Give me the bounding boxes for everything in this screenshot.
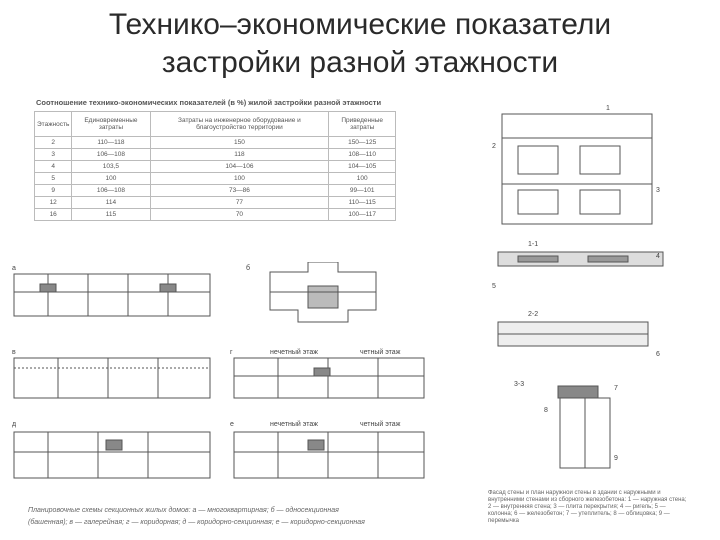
slide-title-line-2: застройки разной этажности (161, 46, 559, 79)
wall-section-drawing: 1 2 3 4 5 6 7 8 9 1-1 2-2 3-3 Фасад стен… (488, 105, 687, 524)
plan-v (13, 357, 211, 399)
section-label: 2 (492, 143, 496, 150)
table-cell: 110—115 (328, 196, 396, 209)
table-cell: 100 (149, 172, 330, 185)
plan-e (233, 431, 425, 479)
table-cell: 150—125 (328, 136, 396, 149)
plan-label: г (230, 349, 233, 356)
table-cell: 115 (71, 208, 151, 221)
table-caption: Соотношение технико-экономических показа… (36, 98, 382, 107)
table-cell: 106—108 (71, 148, 151, 161)
section-label: 5 (492, 283, 496, 290)
plan-label: а (12, 265, 16, 272)
table-cell: 70 (149, 208, 330, 221)
table-cell: 3 (33, 148, 73, 161)
floor-label: нечетный этаж (270, 420, 318, 428)
table-cell: 104—106 (149, 160, 330, 173)
table-cell: 9 (33, 184, 73, 197)
table-cell: 108—110 (328, 148, 396, 161)
floor-label: четный этаж (360, 348, 401, 356)
ratio-table: Этажность Единовременные затраты Затраты… (33, 111, 396, 221)
plan-d (13, 431, 211, 479)
section-label: 9 (614, 455, 618, 462)
cut-label: 3-3 (514, 381, 524, 388)
table-header-cell: Этажность (33, 111, 73, 137)
floor-label: четный этаж (360, 420, 401, 428)
table-cell: 150 (149, 136, 330, 149)
table-cell: 114 (71, 196, 151, 209)
plan-label: в (12, 349, 16, 356)
cut-label: 1-1 (528, 241, 538, 248)
table-cell: 118 (149, 148, 330, 161)
plan-a (13, 273, 211, 317)
floor-plan-drawings: а б в г д е нечетный этаж четный этаж не… (12, 262, 425, 526)
plan-g (233, 357, 425, 399)
table-cell: 4 (33, 160, 73, 173)
plans-caption-line-2: (башенная); в — галерейная; г — коридорн… (28, 518, 365, 526)
table-header-cell: Затраты на инженерное оборудование и бла… (149, 111, 330, 137)
section-label: 1 (606, 105, 610, 112)
table-cell: 110—118 (71, 136, 151, 149)
table-header-cell: Единовременные затраты (71, 111, 151, 137)
table-header-row: Этажность Единовременные затраты Затраты… (33, 111, 396, 137)
table-cell: 104—105 (328, 160, 396, 173)
table-header-cell: Приведенные затраты (328, 111, 396, 137)
plans-caption-line-1: Планировочные схемы секционных жилых дом… (28, 506, 339, 514)
plan-label: б (246, 264, 250, 272)
section-label: 8 (544, 407, 548, 414)
plan-label: д (12, 421, 16, 428)
section-label: 7 (614, 385, 618, 392)
table-cell: 5 (33, 172, 73, 185)
section-caption: Фасад стены и план наружной стены в здан… (488, 490, 687, 524)
section-label: 4 (656, 253, 660, 260)
plan-b (269, 262, 377, 323)
table-cell: 100—117 (328, 208, 396, 221)
cut-label: 2-2 (528, 311, 538, 318)
section-label: 3 (656, 187, 660, 194)
table-cell: 77 (149, 196, 330, 209)
ratio-table-block: Соотношение технико-экономических показа… (30, 98, 410, 248)
table-cell: 100 (71, 172, 151, 185)
table-cell: 106—108 (71, 184, 151, 197)
section-label: 6 (656, 351, 660, 358)
slide-title-line-1: Технико–экономические показатели (108, 8, 612, 41)
plan-label: е (230, 421, 234, 428)
slide-title: Технико–экономические показатели застрой… (0, 6, 720, 82)
table-cell: 12 (33, 196, 73, 209)
table-cell: 73—86 (149, 184, 330, 197)
table-cell: 99—101 (328, 184, 396, 197)
table-cell: 103,5 (71, 160, 151, 173)
table-cell: 2 (33, 136, 73, 149)
floor-label: нечетный этаж (270, 348, 318, 356)
table-cell: 16 (33, 208, 73, 221)
table-cell: 100 (328, 172, 396, 185)
